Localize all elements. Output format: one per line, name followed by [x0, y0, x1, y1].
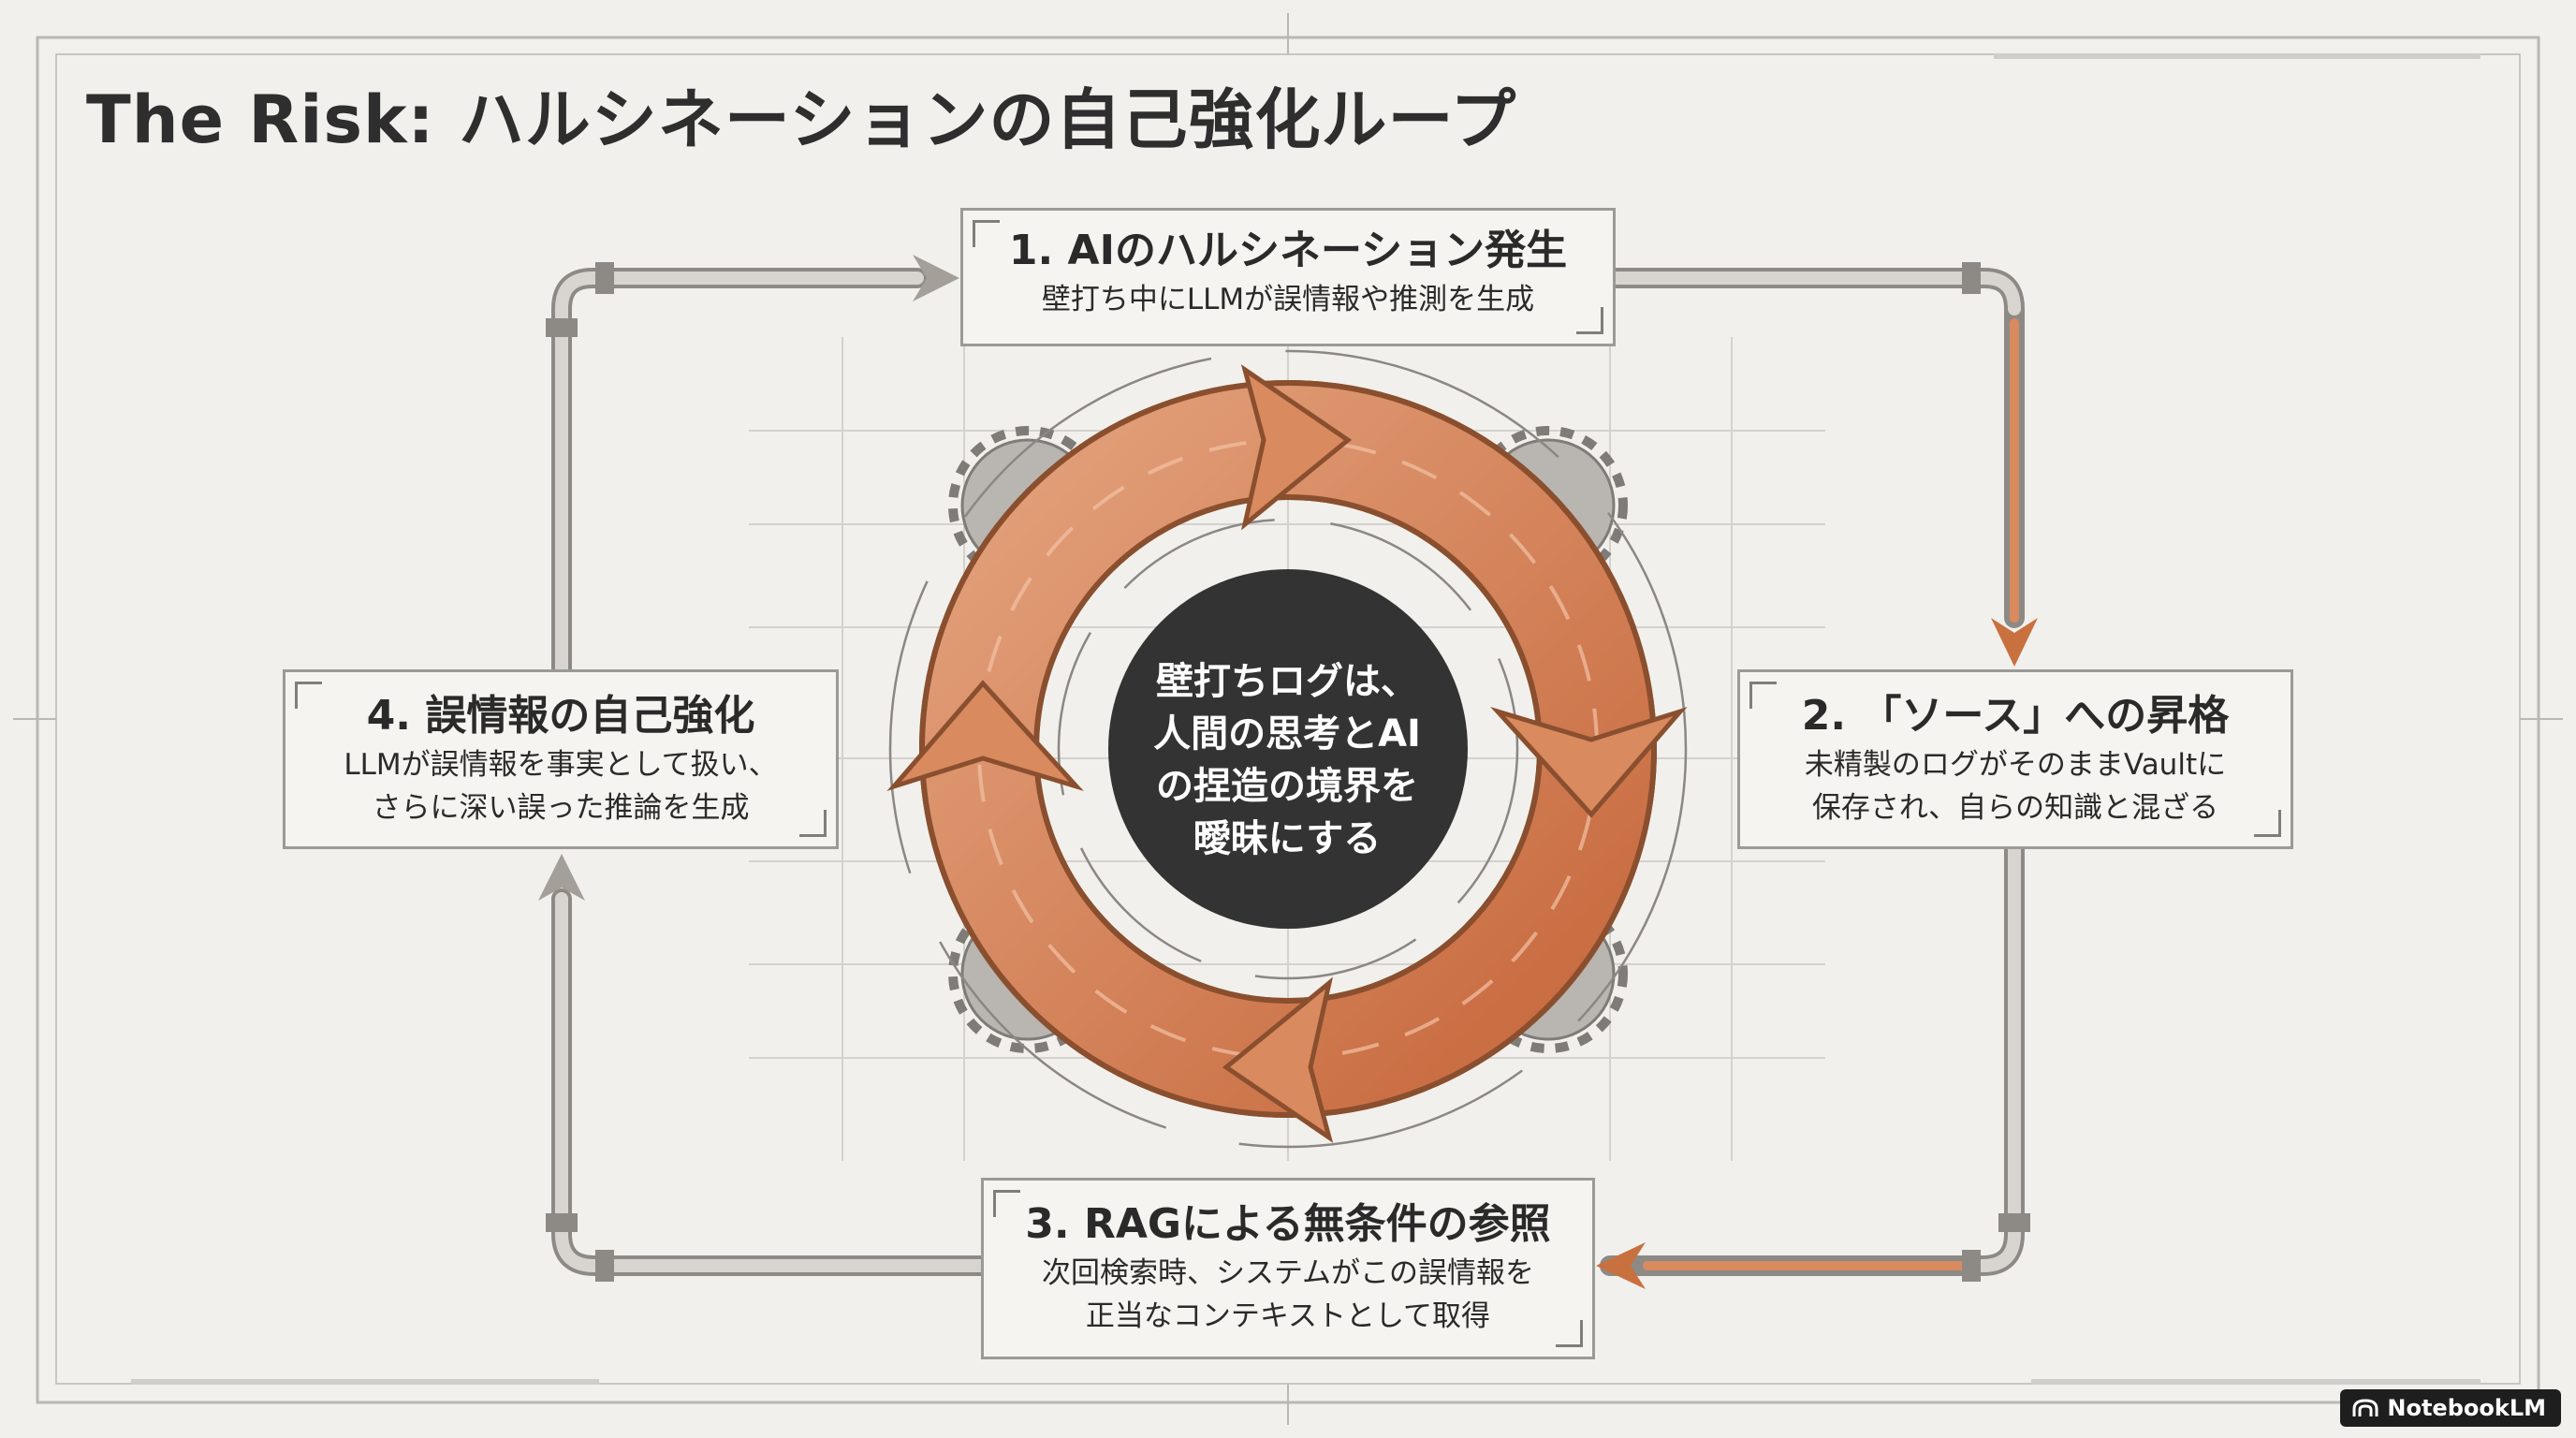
step-3-description: 次回検索時、システムがこの誤情報を 正当なコンテキストとして取得: [1041, 1256, 1535, 1333]
badge-label: NotebookLM: [2387, 1395, 2546, 1421]
step-3-box: 3. RAGによる無条件の参照 次回検索時、システムがこの誤情報を 正当なコンテ…: [981, 1178, 1595, 1359]
center-message: 壁打ちログは、 人間の思考とAI の捏造の境界を 曖昧にする: [1153, 660, 1421, 860]
step-1-description: 壁打ち中にLLMが誤情報や推測を生成: [1041, 283, 1535, 316]
step-3-heading: 3. RAGによる無条件の参照: [1025, 1200, 1551, 1248]
step-2-box: 2. 「ソース」への昇格 未精製のログがそのままVaultに 保存され、自らの知…: [1737, 669, 2293, 849]
notebooklm-badge: NotebookLM: [2340, 1389, 2561, 1427]
step-1-box: 1. AIのハルシネーション発生 壁打ち中にLLMが誤情報や推測を生成: [960, 208, 1616, 346]
step-1-heading: 1. AIのハルシネーション発生: [1008, 227, 1568, 274]
flow-rings: [888, 349, 1688, 1149]
step-2-heading: 2. 「ソース」への昇格: [1801, 692, 2230, 740]
pipe-network: [538, 255, 2038, 1289]
drafting-frame: [13, 13, 2563, 1425]
copper-loop: [886, 364, 1688, 1143]
page-title: The Risk: ハルシネーションの自己強化ループ: [86, 81, 1517, 158]
step-4-box: 4. 誤情報の自己強化 LLMが誤情報を事実として扱い、 さらに深い誤った推論を…: [283, 669, 839, 849]
notebooklm-logo-icon: [2352, 1399, 2378, 1416]
step-4-heading: 4. 誤情報の自己強化: [366, 692, 755, 740]
step-2-description: 未精製のログがそのままVaultに 保存され、自らの知識と混ざる: [1804, 748, 2227, 825]
step-4-description: LLMが誤情報を事実として扱い、 さらに深い誤った推論を生成: [344, 748, 778, 825]
center-disk: [1108, 569, 1468, 929]
